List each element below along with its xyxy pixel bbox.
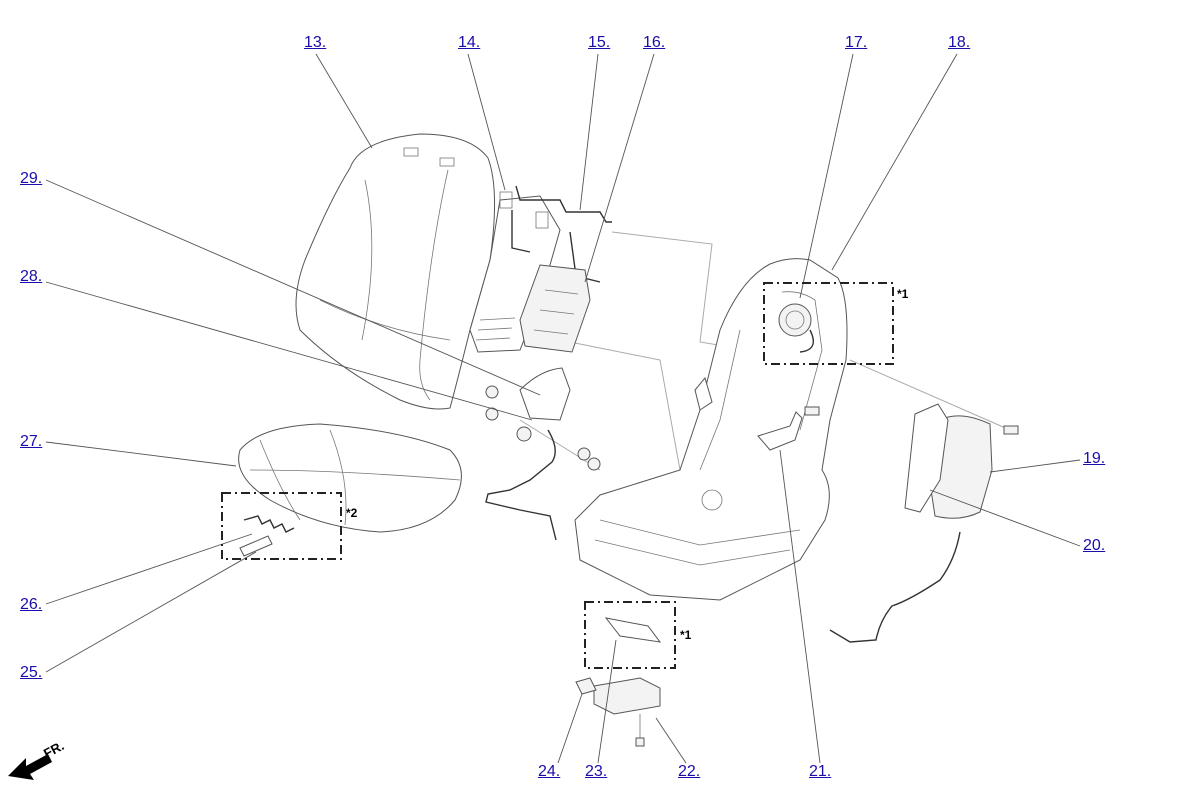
callout-24[interactable]: 24.	[538, 763, 561, 780]
callout-25[interactable]: 25.	[20, 664, 43, 681]
clip[interactable]	[575, 677, 597, 695]
control-module[interactable]	[593, 677, 661, 747]
callout-14[interactable]: 14.	[458, 34, 481, 51]
seat-harness[interactable]	[485, 385, 601, 541]
seatback-pad[interactable]	[469, 191, 561, 353]
callout-29[interactable]: 29.	[20, 170, 43, 187]
cushion-spring[interactable]	[243, 515, 295, 533]
callout-15[interactable]: 15.	[588, 34, 611, 51]
detail-box-1-top	[763, 282, 894, 365]
bracket[interactable]	[757, 406, 820, 451]
callout-16[interactable]: 16.	[643, 34, 666, 51]
callout-17[interactable]: 17.	[845, 34, 868, 51]
callout-27[interactable]: 27.	[20, 433, 43, 450]
note-star1-bottom: *1	[680, 628, 692, 642]
seat-cushion-cover[interactable]	[238, 423, 462, 533]
callout-13[interactable]: 13.	[304, 34, 327, 51]
detail-box-1-bottom	[584, 601, 676, 669]
callout-26[interactable]: 26.	[20, 596, 43, 613]
callout-20[interactable]: 20.	[1083, 537, 1106, 554]
side-airbag[interactable]	[829, 403, 1019, 643]
seat-frame[interactable]	[574, 258, 848, 601]
detail-box-2	[221, 492, 342, 560]
callout-23[interactable]: 23.	[585, 763, 608, 780]
note-star2: *2	[346, 506, 358, 520]
lumbar-support[interactable]	[519, 264, 591, 353]
cushion-rod[interactable]	[239, 535, 273, 557]
callout-21[interactable]: 21.	[809, 763, 832, 780]
side-shield[interactable]	[519, 367, 571, 421]
callout-28[interactable]: 28.	[20, 268, 43, 285]
callout-19[interactable]: 19.	[1083, 450, 1106, 467]
callout-22[interactable]: 22.	[678, 763, 701, 780]
front-direction-arrow	[8, 754, 52, 780]
note-star1-top: *1	[897, 287, 909, 301]
callout-18[interactable]: 18.	[948, 34, 971, 51]
leader-lines	[45, 53, 1081, 764]
seatback-cover[interactable]	[295, 133, 496, 410]
module-bracket[interactable]	[604, 617, 662, 643]
